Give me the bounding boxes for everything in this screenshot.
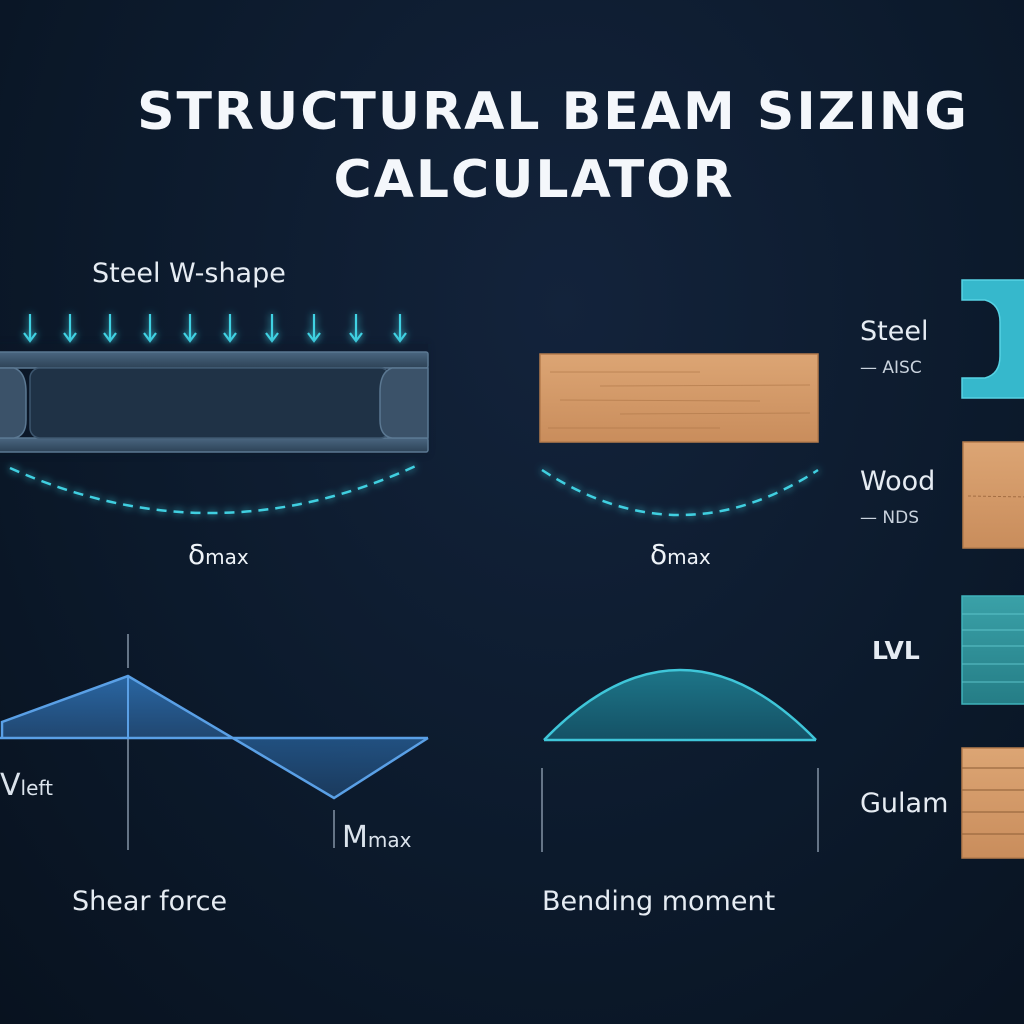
v-symbol: V [0,768,21,803]
load-arrow [349,314,363,343]
delta-symbol: δ [188,538,206,571]
lvl-swatch [961,595,1024,705]
load-arrow [103,314,117,343]
steel-beam-label: Steel W-shape [92,258,286,289]
v-left-label: Vleft [0,768,53,803]
material-wood-code: — NDS [860,508,920,528]
wood-swatch [962,441,1024,549]
shear-force-caption: Shear force [72,886,228,917]
glulam-swatch [961,747,1024,859]
load-arrow [63,314,77,343]
v-subscript: left [20,776,53,800]
bending-moment-diagram [541,668,819,852]
page-title: STRUCTURAL BEAM SIZING CALCULATOR [0,78,1024,214]
wood-deflection-curve [541,468,819,517]
material-steel-name: Steel [860,316,929,347]
shear-force-diagram [0,634,429,850]
steel-swatch [961,279,1024,399]
load-arrow [23,314,37,343]
load-arrow [307,314,321,343]
steel-deflection-label: δmax [188,538,249,571]
title-line-1: STRUCTURAL BEAM SIZING [137,82,969,142]
material-wood-name: Wood [860,466,936,497]
wood-deflection-label: δmax [650,538,711,571]
load-arrow [393,314,407,343]
m-subscript: max [367,828,412,852]
material-glulam-name: Gulam [860,788,949,819]
m-symbol: M [342,820,368,855]
bending-moment-caption: Bending moment [542,886,776,917]
m-max-label: Mmax [342,820,411,855]
distributed-load-arrows [23,314,407,343]
delta-symbol: δ [650,538,668,571]
delta-subscript: max [205,545,249,569]
steel-deflection-curve [9,462,421,515]
steel-beam [0,344,429,454]
delta-subscript: max [667,545,711,569]
load-arrow [265,314,279,343]
wood-beam [539,353,819,443]
load-arrow [183,314,197,343]
load-arrow [223,314,237,343]
title-line-2: CALCULATOR [333,150,735,210]
material-lvl-name: LVL [872,636,920,665]
material-steel-code: — AISC [860,358,922,378]
load-arrow [143,314,157,343]
